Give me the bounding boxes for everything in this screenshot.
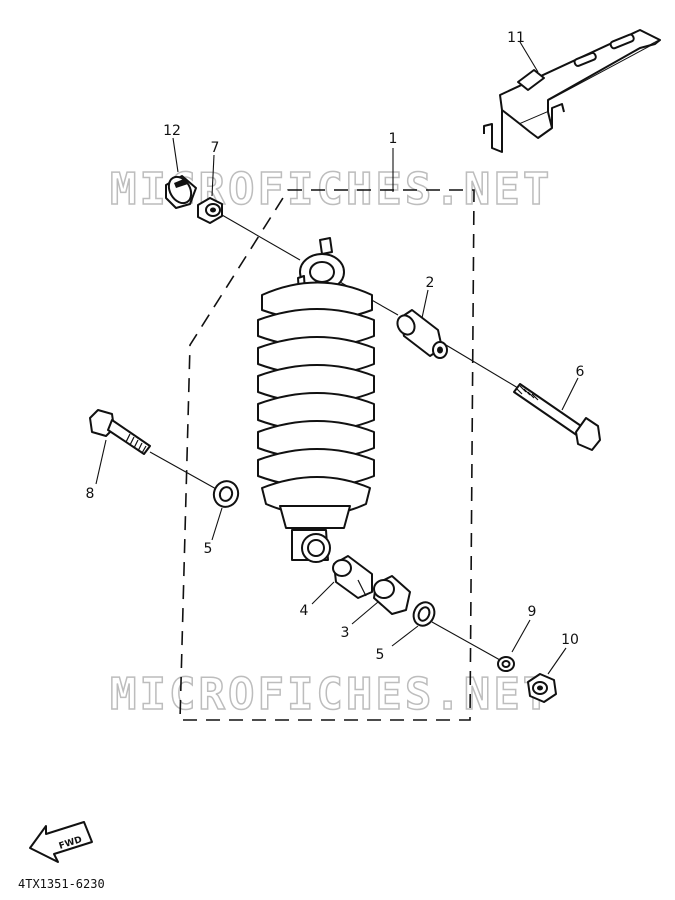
- washer-part-9[interactable]: [497, 656, 515, 672]
- label-part-5-left: 5: [204, 541, 213, 557]
- bracket-part-11[interactable]: [483, 29, 661, 153]
- washer-part-5-right[interactable]: [410, 599, 438, 629]
- cap-part-12[interactable]: [164, 173, 197, 209]
- label-part-8: 8: [86, 486, 95, 502]
- label-part-12: 12: [163, 123, 181, 139]
- label-part-3: 3: [341, 625, 350, 641]
- bolt-part-8[interactable]: [89, 409, 151, 455]
- label-part-7: 7: [211, 140, 220, 156]
- fwd-arrow-icon: FWD: [29, 821, 93, 863]
- assembly-boundary: [179, 189, 475, 721]
- label-part-1: 1: [389, 131, 398, 147]
- diagram-code: 4TX1351-6230: [18, 877, 105, 891]
- label-part-4: 4: [300, 603, 309, 619]
- nut-part-7[interactable]: [197, 197, 223, 224]
- washer-part-5-left[interactable]: [210, 478, 241, 511]
- label-part-5-right: 5: [376, 647, 385, 663]
- bolt-part-6[interactable]: [513, 383, 601, 451]
- label-part-11: 11: [507, 30, 525, 46]
- label-part-9: 9: [528, 604, 537, 620]
- label-part-10: 10: [561, 632, 579, 648]
- shock-absorber[interactable]: [257, 237, 375, 563]
- label-part-6: 6: [576, 364, 585, 380]
- nut-part-10[interactable]: [527, 673, 557, 703]
- collar-part-4[interactable]: [332, 555, 373, 599]
- label-part-2: 2: [426, 275, 435, 291]
- watermark-bottom: MICROFICHES.NET: [110, 669, 552, 720]
- collar-part-2[interactable]: [394, 309, 448, 359]
- bushing-part-3[interactable]: [373, 575, 411, 615]
